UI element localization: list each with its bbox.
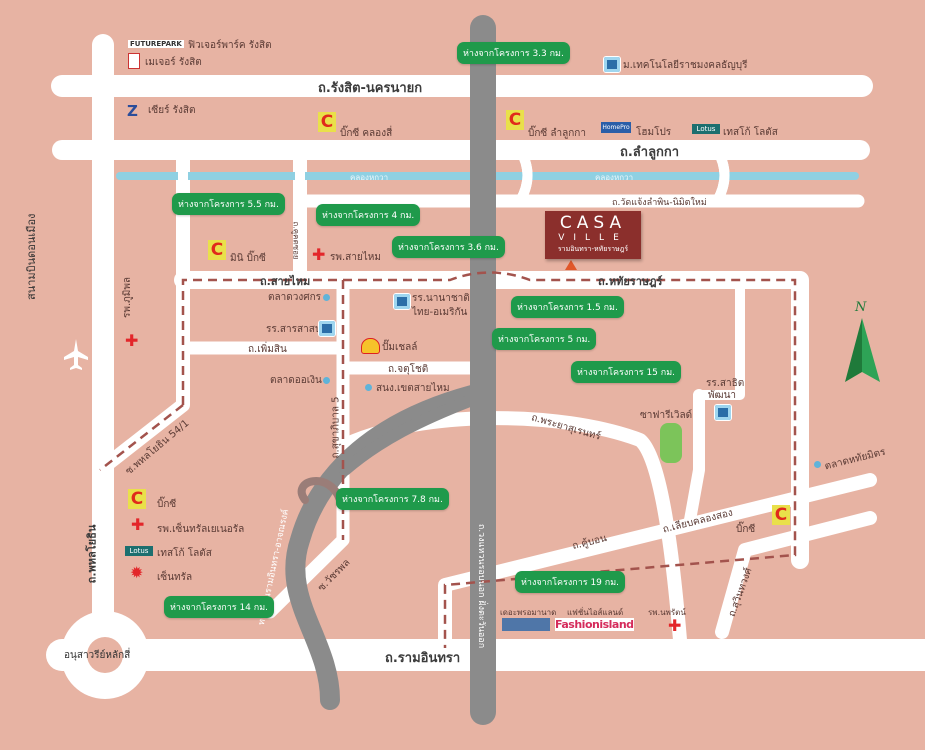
hospital-icon: ✚	[131, 515, 145, 534]
bigc-icon: C	[208, 240, 226, 260]
lotus-logo: Lotus	[692, 124, 720, 134]
road-safari	[684, 389, 705, 526]
place-tesco1: เทสโก้ โลตัส	[723, 127, 778, 138]
school-icon	[318, 320, 336, 337]
place-minibigc: มินิ บิ๊กซี	[230, 253, 266, 264]
canal-label-2: คลองหกวา	[595, 173, 634, 182]
road-label-phermsin: ถ.เพิ่มสิน	[248, 344, 287, 355]
market-dot-icon	[323, 294, 330, 301]
school-icon	[393, 293, 411, 310]
road-label-side: ถ.คูคตซอย	[291, 221, 301, 260]
project-logo: CASA VILLE รามอินทรา-หทัยราษฎร์	[545, 211, 641, 259]
place-tesco2: เทสโก้ โลตัส	[157, 548, 212, 559]
bigc-icon: C	[506, 110, 524, 130]
hospital-icon: ✚	[668, 616, 682, 635]
road-label-saimai: ถ.สายไหม	[260, 275, 311, 288]
distance-callout: ห่างจากโครงการ 15 กม.	[571, 361, 681, 383]
office-dot-icon	[365, 384, 372, 391]
place-central-hosp: รพ.เซ็นทรัลเยเนอรัล	[157, 524, 245, 535]
safari-icon	[660, 423, 682, 463]
distance-callout: ห่างจากโครงการ 14 กม.	[164, 596, 274, 618]
bigc-icon: C	[128, 489, 146, 509]
distance-callout: ห่างจากโครงการ 4 กม.	[316, 204, 421, 226]
distance-callout: ห่างจากโครงการ 5 กม.	[492, 328, 597, 350]
market-dot-icon	[814, 461, 821, 468]
place-fashion: แฟชั่นไอส์แลนด์	[567, 608, 624, 617]
bigc-icon: C	[318, 112, 336, 132]
place-bhumibol: รพ.ภูมิพล	[122, 276, 133, 318]
place-bigc-l: บิ๊กซี	[157, 499, 177, 510]
place-bigc-khlongsi: บิ๊กซี คลองสี่	[340, 128, 393, 139]
place-isb: รร.นานาชาติ ไทย-อเมริกัน	[412, 293, 470, 318]
place-bigc-lamlukka: บิ๊กซี ลำลูกกา	[528, 128, 586, 139]
place-safari: ซาฟารีเวิลด์	[640, 410, 693, 421]
market-dot-icon	[323, 377, 330, 384]
place-shell: ปั๊มเชลล์	[382, 342, 418, 353]
project-subtitle: รามอินทรา-หทัยราษฎร์	[557, 245, 629, 253]
road-label-outerring: ถ.วงแหวนรอบนอก ฝั่งตะวันออก	[476, 523, 487, 649]
place-central: เซ็นทรัล	[157, 572, 193, 583]
north-label: N	[855, 300, 867, 315]
monument-label: อนุสาวรีย์หลักสี่	[64, 650, 131, 661]
hospital-icon: ✚	[125, 331, 139, 350]
homepro-logo: HomePro	[601, 122, 631, 133]
road-label-rangsit: ถ.รังสิต-นครนายก	[318, 81, 423, 96]
road-sahit	[694, 275, 745, 400]
project-name: CASA	[559, 213, 627, 233]
project-name-2: VILLE	[558, 233, 628, 243]
central-icon: ✹	[130, 563, 144, 582]
place-tondoen: ตลาดออเงิน	[270, 375, 322, 386]
promenade-logo	[502, 618, 550, 631]
expressway-curve	[285, 385, 482, 710]
road-label-lamlukka: ถ.ลำลูกกา	[620, 145, 680, 160]
bigc-icon: C	[772, 505, 790, 525]
road-label-ramintra: ถ.รามอินทรา	[385, 651, 461, 666]
road-label-phahonyothin: ถ.พหลโยธิน	[85, 524, 99, 584]
place-wongsakorn: ตลาดวงศกร	[268, 292, 322, 303]
hospital-icon: ✚	[312, 245, 326, 264]
place-homepro: โฮมโปร	[636, 127, 672, 138]
route-dashed	[181, 271, 797, 648]
place-major: เมเจอร์ รังสิต	[145, 57, 202, 68]
canal-label: คลองหกวา	[350, 173, 389, 182]
airplane-icon	[64, 339, 88, 370]
distance-callout: ห่างจากโครงการ 3.3 กม.	[457, 42, 570, 64]
place-sahit: รร.สาธิต พัฒนา	[706, 378, 745, 401]
distance-callout: ห่างจากโครงการ 3.6 กม.	[392, 236, 505, 258]
place-rmutt: ม.เทคโนโลยีราชมงคลธัญบุรี	[623, 60, 748, 71]
road-label-watchaeng: ถ.วัดแจ้งลำพิน-นิมิตใหม่	[612, 198, 707, 208]
place-saimai-office: สนง.เขตสายไหม	[376, 383, 450, 394]
place-saimai-hosp: รพ.สายไหม	[330, 252, 381, 263]
place-promenade: เดอะพรอมานาด	[500, 608, 557, 617]
place-futurepark: ฟิวเจอร์พาร์ค รังสิต	[188, 40, 272, 51]
distance-callout: ห่างจากโครงการ 5.5 กม.	[172, 193, 285, 215]
shell-icon	[361, 338, 380, 354]
place-nopparat: รพ.นพรัตน์	[648, 608, 686, 617]
distance-callout: ห่างจากโครงการ 19 กม.	[515, 571, 625, 593]
road-label-hathairat: ถ.หทัยราษฎร์	[598, 275, 663, 288]
major-icon	[128, 53, 140, 69]
fashion-logo: Fashionisland	[555, 618, 634, 631]
school-icon	[603, 56, 621, 73]
airport-label: สนามบินดอนเมือง	[25, 213, 38, 300]
place-bigc-r: บิ๊กซี	[736, 524, 756, 535]
place-zeer: เซียร์ รังสิต	[148, 105, 196, 116]
distance-callout: ห่างจากโครงการ 7.8 กม.	[336, 488, 449, 510]
road-label-sukhaphiban5: ถ.สุขาภิบาล 5	[330, 396, 342, 459]
distance-callout: ห่างจากโครงการ 1.5 กม.	[511, 296, 624, 318]
road-suwin	[715, 511, 877, 639]
zeer-icon: Z	[127, 102, 138, 120]
futurepark-logo: FUTUREPARK	[128, 40, 184, 48]
school-icon	[714, 404, 732, 421]
lotus-logo: Lotus	[125, 546, 153, 556]
project-marker	[565, 260, 577, 270]
north-arrow	[845, 318, 880, 382]
place-sarasas: รร.สารสาสน์	[266, 324, 322, 335]
road-label-jatuchot: ถ.จตุโชติ	[388, 364, 429, 375]
